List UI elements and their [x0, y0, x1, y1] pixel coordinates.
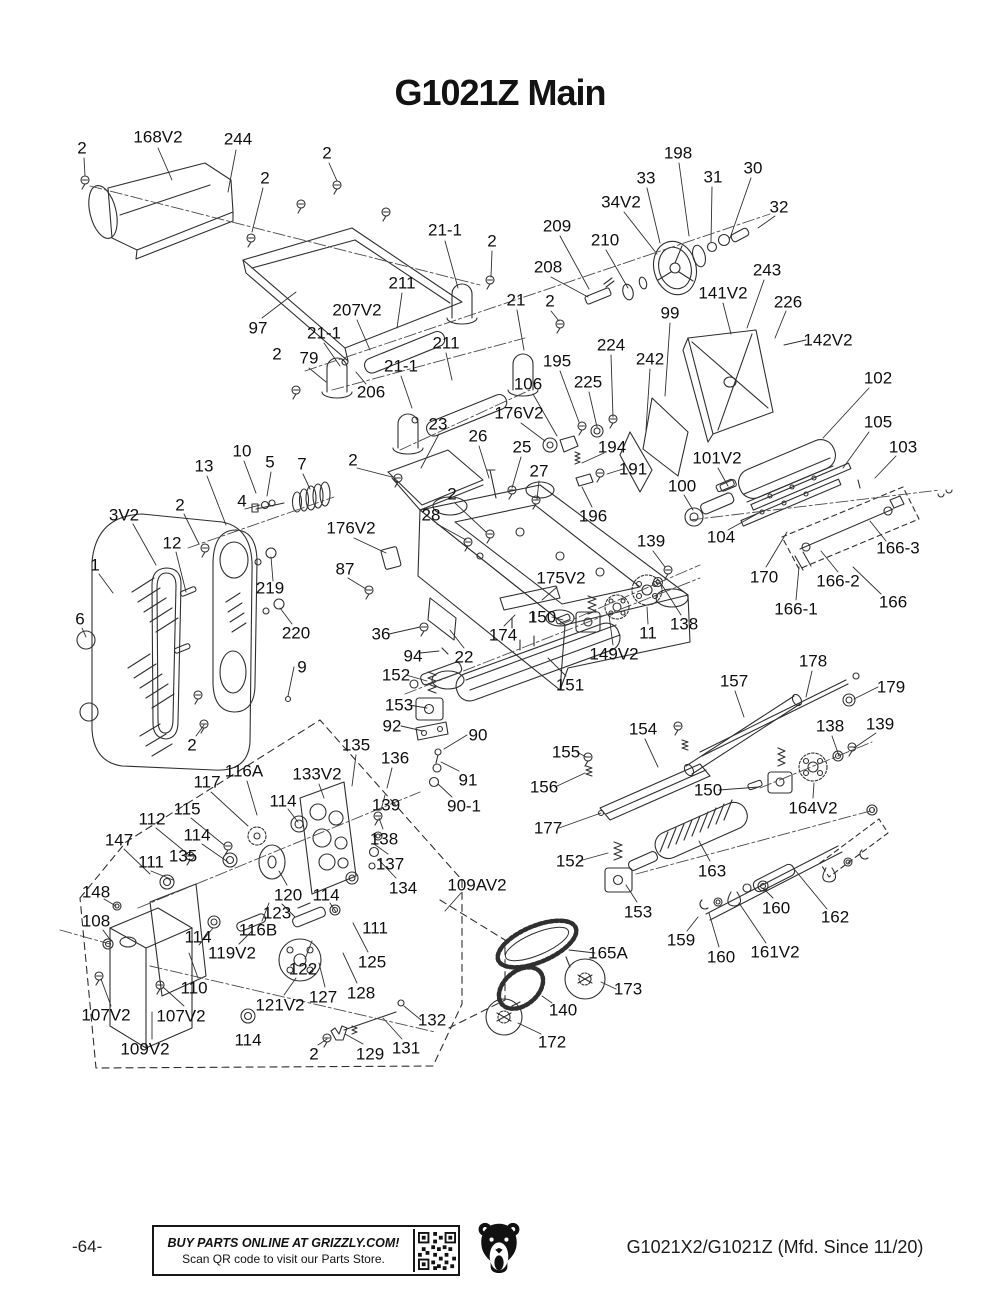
tensioner-right-drawing [747, 742, 857, 794]
page-title: G1021Z Main [394, 72, 606, 113]
motor-cover-drawing [76, 513, 253, 771]
belt-housing-drawing [619, 329, 774, 493]
cover-panel-drawing [242, 227, 463, 362]
roller-shaft-drawing [699, 804, 878, 921]
promo-headline: BUY PARTS ONLINE AT GRIZZLY.COM! [167, 1235, 400, 1250]
parts-promo-text: BUY PARTS ONLINE AT GRIZZLY.COM! Scan QR… [154, 1236, 413, 1266]
planer-base-drawing [417, 481, 691, 691]
cutterhead-drawing [684, 439, 861, 527]
parts-promo-box: BUY PARTS ONLINE AT GRIZZLY.COM! Scan QR… [152, 1225, 460, 1276]
handwheel-drawing [584, 227, 750, 305]
infeed-roller-drawing [409, 622, 621, 702]
tension-block-left-drawing [415, 671, 449, 788]
axis-lines [59, 185, 941, 1033]
knife-setting-jig-drawing [781, 486, 920, 878]
page-number: -64- [72, 1237, 103, 1256]
gearbox-cluster-drawing [94, 781, 405, 1049]
leader-lines [81, 147, 897, 1046]
fastener-glyphs [80, 175, 737, 734]
outfeed-roller-drawing [604, 799, 748, 893]
jig-parts-drawing [794, 489, 953, 571]
model-info: G1021X2/G1021Z (Mfd. Since 11/20) [626, 1237, 924, 1257]
table-insert-drawing [499, 585, 561, 629]
qr-code [413, 1229, 458, 1272]
bed-rail-drawing [583, 721, 711, 821]
belt-guard-drawing [173, 529, 292, 713]
qr-code-image [417, 1231, 456, 1270]
feed-screw-drawing [683, 672, 860, 777]
support-rollers-drawing [321, 283, 539, 455]
drive-chain-drawing [485, 918, 606, 1036]
motor-pulley-drawing [251, 481, 331, 513]
v-belt-drawing [151, 567, 182, 740]
promo-subline: Scan QR code to visit our Parts Store. [182, 1251, 385, 1266]
group-boundaries [79, 719, 506, 1069]
dust-chute-drawing [88, 162, 234, 260]
grizzly-bear-logo [476, 1221, 522, 1273]
